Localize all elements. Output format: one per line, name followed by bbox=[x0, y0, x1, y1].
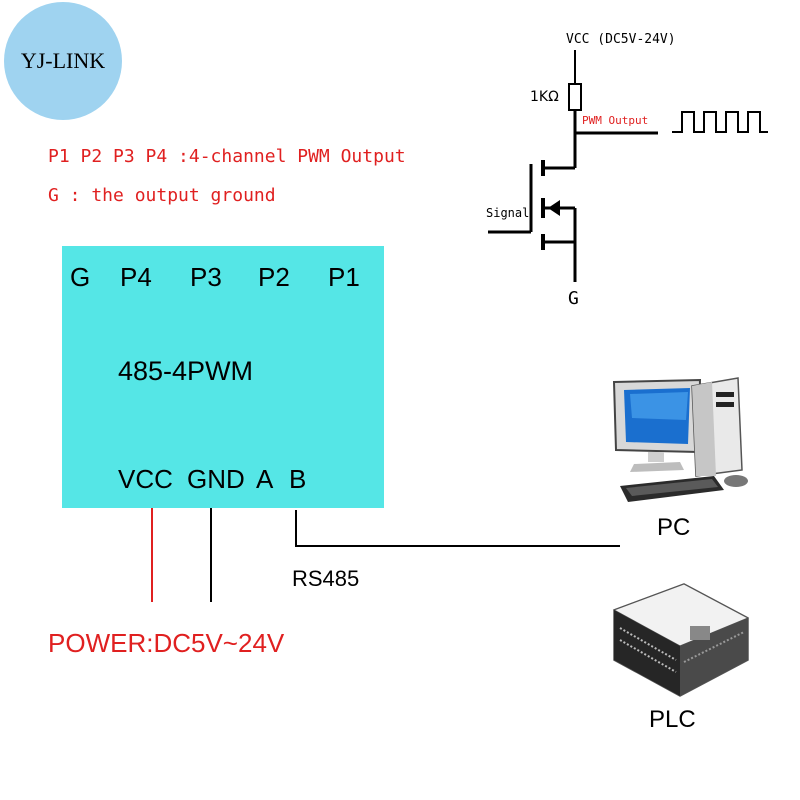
resistor-label: 1KΩ bbox=[530, 89, 559, 105]
mosfet-circuit bbox=[488, 50, 768, 282]
plc-label: PLC bbox=[649, 706, 696, 733]
pin-b: B bbox=[289, 464, 307, 494]
pin-gnd: GND bbox=[187, 464, 245, 494]
pwm-description: P1 P2 P3 P4 :4-channel PWM Output bbox=[48, 146, 406, 167]
power-label: POWER:DC5V~24V bbox=[48, 628, 285, 658]
pwm-output-label: PWM Output bbox=[582, 114, 649, 127]
pc-drawing bbox=[612, 377, 748, 502]
pin-p2: P2 bbox=[258, 262, 290, 292]
vcc-supply-label: VCC (DC5V-24V) bbox=[566, 32, 676, 47]
resistor bbox=[568, 83, 582, 111]
pin-p1: P1 bbox=[328, 262, 360, 292]
pin-p3: P3 bbox=[190, 262, 222, 292]
rs485-label: RS485 bbox=[292, 566, 360, 591]
pin-p4: P4 bbox=[120, 262, 152, 292]
pc-label: PC bbox=[657, 514, 691, 541]
yj-link-logo: YJ-LINK bbox=[4, 2, 122, 120]
pwm-waveform bbox=[672, 111, 768, 133]
pin-vcc: VCC bbox=[118, 464, 173, 494]
ground-description: G : the output ground bbox=[48, 185, 276, 206]
body-diode-arrow bbox=[548, 200, 560, 216]
plc-drawing bbox=[612, 583, 750, 697]
pwm-module-board bbox=[62, 246, 384, 508]
logo-text: YJ-LINK bbox=[20, 48, 106, 73]
circuit-ground-label: G bbox=[568, 288, 579, 309]
signal-label: Signal bbox=[486, 206, 530, 220]
pin-g: G bbox=[70, 262, 91, 292]
rs485-wire bbox=[295, 510, 620, 547]
module-model-label: 485-4PWM bbox=[118, 356, 254, 386]
pin-a: A bbox=[256, 464, 274, 494]
